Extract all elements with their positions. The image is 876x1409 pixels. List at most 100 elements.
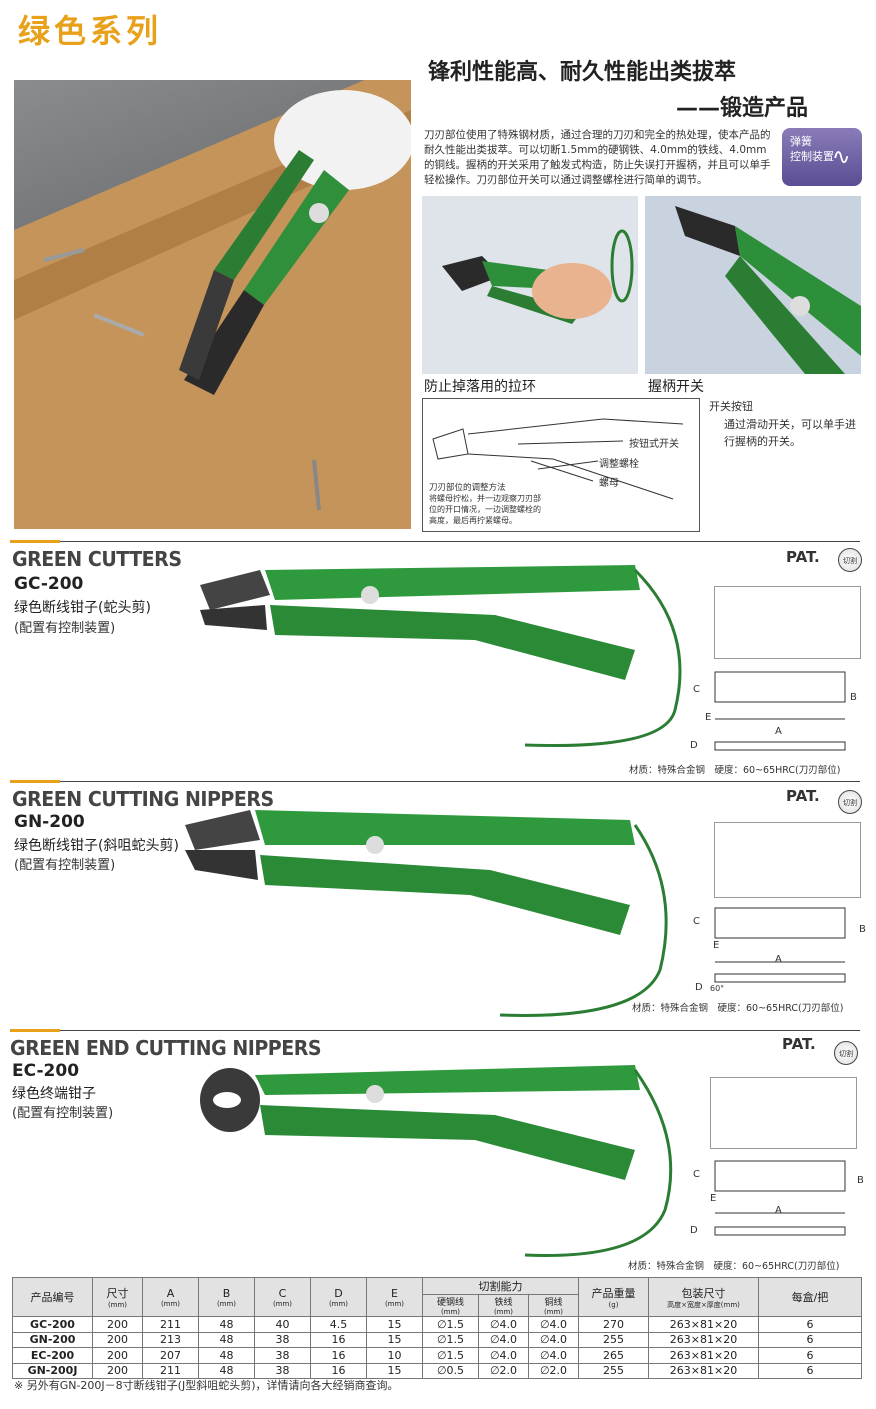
table-cell: 10 bbox=[366, 1347, 423, 1364]
switch-note: 通过滑动开关，可以单手进行握柄的开关。 bbox=[724, 418, 856, 448]
spring-icon: ∿ bbox=[832, 145, 851, 170]
product-2-image bbox=[180, 800, 690, 1030]
dimension-drawing bbox=[714, 1160, 846, 1236]
product-1-dimension-drawing: C B E A D bbox=[690, 664, 857, 760]
table-cell: 265 bbox=[578, 1347, 649, 1364]
product-2-usage-drawing bbox=[714, 822, 861, 898]
table-cell: 16 bbox=[310, 1362, 367, 1379]
lanyard-photo bbox=[422, 196, 638, 374]
section-accent bbox=[10, 780, 60, 783]
col-c: C(mm) bbox=[254, 1277, 311, 1317]
product-1-image bbox=[195, 550, 695, 770]
section-divider bbox=[60, 1030, 860, 1031]
col-weight: 产品重量(g) bbox=[578, 1277, 649, 1317]
specs-table-wrapper: 产品编号 尺寸(mm) A(mm) B(mm) C(mm) D(mm) E(mm… bbox=[12, 1277, 862, 1379]
dim-a-label: A bbox=[775, 1205, 782, 1216]
lanyard-illustration bbox=[422, 196, 638, 374]
product-3-dimension-drawing: C B E A D bbox=[690, 1155, 864, 1250]
product-3-usage-drawing bbox=[710, 1077, 857, 1149]
table-cell: ∅1.5 bbox=[422, 1331, 479, 1348]
product-1-pat: PAT. bbox=[786, 548, 820, 566]
dim-c-label: C bbox=[693, 1169, 700, 1180]
table-cell: 16 bbox=[310, 1347, 367, 1364]
product-3-pat: PAT. bbox=[782, 1035, 816, 1053]
headline-line2: ——锻造产品 bbox=[676, 96, 809, 121]
handle-switch-caption: 握柄开关 bbox=[648, 379, 704, 395]
end-nipper-illustration bbox=[200, 1065, 673, 1257]
product-1-heading: GREEN CUTTERS bbox=[12, 547, 182, 571]
adjust-title: 刀刃部位的调整方法 bbox=[429, 483, 506, 493]
col-model: 产品编号 bbox=[12, 1277, 93, 1317]
table-cell: 40 bbox=[254, 1316, 311, 1333]
product-3-sub: (配置有控制装置) bbox=[12, 1106, 114, 1121]
dim-d-label: D bbox=[695, 982, 703, 993]
table-cell: 38 bbox=[254, 1331, 311, 1348]
table-cell: EC-200 bbox=[12, 1347, 93, 1364]
table-cell: 15 bbox=[366, 1316, 423, 1333]
section-divider bbox=[60, 541, 860, 542]
col-per-box: 每盒/把 bbox=[758, 1277, 862, 1317]
section-accent bbox=[10, 1029, 60, 1032]
nipper-illustration bbox=[185, 810, 668, 1017]
switch-button-label: 开关按钮 bbox=[709, 400, 753, 413]
table-cell: 263×81×20 bbox=[648, 1347, 759, 1364]
table-cell: 200 bbox=[92, 1347, 143, 1364]
dim-a-label: A bbox=[775, 726, 782, 737]
dim-c-label: C bbox=[693, 684, 700, 695]
dim-b-label: B bbox=[850, 692, 857, 703]
table-cell: GN-200J bbox=[12, 1362, 93, 1379]
product-2-heading: GREEN CUTTING NIPPERS bbox=[12, 787, 274, 811]
product-2-material: 材质：特殊合金钢 硬度：60~65HRC(刀刃部位) bbox=[632, 1003, 844, 1014]
series-title: 绿色系列 bbox=[18, 12, 163, 50]
table-cell: 200 bbox=[92, 1316, 143, 1333]
table-cell: 200 bbox=[92, 1331, 143, 1348]
table-cell: 263×81×20 bbox=[648, 1331, 759, 1348]
dim-d-label: D bbox=[690, 740, 698, 751]
cutting-icon: 切割 bbox=[834, 1041, 858, 1065]
product-1-usage-drawing bbox=[714, 586, 861, 659]
table-cell: 48 bbox=[198, 1316, 255, 1333]
table-cell: 255 bbox=[578, 1331, 649, 1348]
col-capacity: 切割能力 bbox=[422, 1277, 579, 1295]
table-cell: ∅4.0 bbox=[478, 1331, 529, 1348]
col-iron-wire: 铁线(mm) bbox=[478, 1294, 529, 1317]
lanyard-caption: 防止掉落用的拉环 bbox=[424, 379, 536, 395]
badge-line2: 控制装置 bbox=[790, 150, 834, 163]
product-3-material: 材质：特殊合金钢 硬度：60~65HRC(刀刃部位) bbox=[628, 1261, 840, 1272]
hero-cutter-illustration bbox=[14, 80, 411, 529]
col-size: 尺寸(mm) bbox=[92, 1277, 143, 1317]
product-2-name: 绿色断线钳子(斜咀蛇头剪) bbox=[14, 838, 179, 854]
dimension-drawing bbox=[714, 907, 846, 983]
table-cell: 255 bbox=[578, 1362, 649, 1379]
product-1-sub: (配置有控制装置) bbox=[14, 621, 116, 636]
cutting-icon: 切割 bbox=[838, 548, 862, 572]
table-cell: ∅4.0 bbox=[478, 1316, 529, 1333]
table-cell: ∅4.0 bbox=[478, 1347, 529, 1364]
section-accent bbox=[10, 540, 60, 543]
table-cell: 200 bbox=[92, 1362, 143, 1379]
dim-c-label: C bbox=[693, 916, 700, 927]
col-b: B(mm) bbox=[198, 1277, 255, 1317]
table-cell: 263×81×20 bbox=[648, 1316, 759, 1333]
handle-switch-illustration bbox=[645, 196, 861, 374]
table-cell: GC-200 bbox=[12, 1316, 93, 1333]
table-cell: ∅0.5 bbox=[422, 1362, 479, 1379]
table-cell: 207 bbox=[142, 1347, 199, 1364]
table-cell: 6 bbox=[758, 1347, 862, 1364]
col-e: E(mm) bbox=[366, 1277, 423, 1317]
table-cell: 15 bbox=[366, 1331, 423, 1348]
dim-e-label: E bbox=[705, 712, 712, 723]
product-3-image bbox=[195, 1050, 685, 1270]
table-cell: 15 bbox=[366, 1362, 423, 1379]
table-cell: ∅1.5 bbox=[422, 1316, 479, 1333]
table-cell: 270 bbox=[578, 1316, 649, 1333]
dim-d-label: D bbox=[690, 1225, 698, 1236]
dim-a-label: A bbox=[775, 954, 782, 965]
badge-line1: 弹簧 bbox=[790, 135, 812, 148]
angle-label: 60° bbox=[710, 984, 725, 993]
product-2-sub: (配置有控制装置) bbox=[14, 858, 116, 873]
table-cell: ∅2.0 bbox=[478, 1362, 529, 1379]
